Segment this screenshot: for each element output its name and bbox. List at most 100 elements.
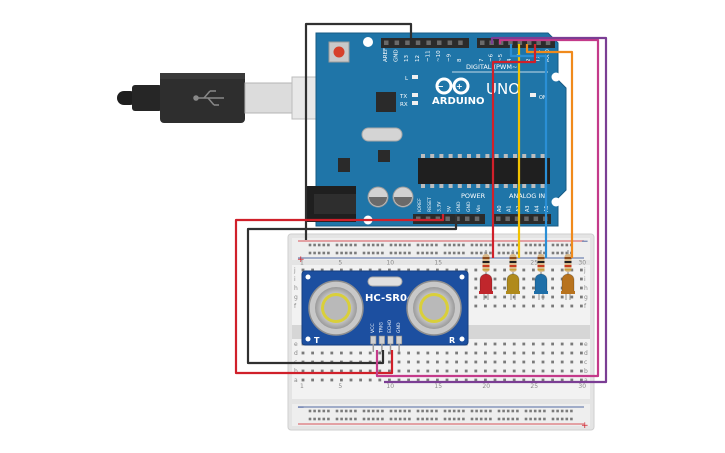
rail-hole[interactable] [565,409,569,413]
header-pin[interactable] [505,216,510,222]
rail-hole[interactable] [560,417,564,421]
header-pin[interactable] [415,40,421,46]
breadboard-hole[interactable] [484,295,487,299]
breadboard-hole[interactable] [580,360,583,364]
wire-red-5v[interactable] [234,214,445,375]
breadboard-hole[interactable] [541,369,545,373]
rail-hole[interactable] [340,409,343,413]
breadboard-hole[interactable] [532,277,535,281]
rail-hole[interactable] [470,417,474,421]
breadboard-hole[interactable] [580,369,583,373]
wire-blue[interactable] [509,44,548,258]
breadboard-hole[interactable] [445,268,449,272]
rail-hole[interactable] [565,243,569,247]
rail-hole[interactable] [381,243,384,247]
breadboard-hole[interactable] [512,304,516,308]
rail-hole[interactable] [435,417,438,421]
rail-hole[interactable] [354,251,357,255]
breadboard-hole[interactable] [407,378,410,382]
breadboard-hole[interactable] [397,369,401,373]
breadboard-hole[interactable] [570,351,574,355]
rail-hole[interactable] [344,251,348,255]
breadboard-hole[interactable] [551,304,554,308]
rail-hole[interactable] [398,409,402,413]
rail-hole[interactable] [506,417,510,421]
rail-hole[interactable] [529,243,532,247]
breadboard-hole[interactable] [484,342,487,346]
rail-hole[interactable] [327,409,330,413]
breadboard-hole[interactable] [503,369,506,373]
breadboard-hole[interactable] [349,378,353,382]
wire-black-gnd[interactable] [304,22,413,240]
rail-hole[interactable] [497,243,501,247]
breadboard-hole[interactable] [311,268,314,272]
breadboard-hole[interactable] [330,378,334,382]
breadboard-hole[interactable] [580,342,583,346]
breadboard-hole[interactable] [522,351,526,355]
breadboard-hole[interactable] [522,304,526,308]
rail-hole[interactable] [394,409,397,413]
header-pin[interactable] [536,40,541,46]
breadboard-hole[interactable] [560,295,564,299]
rail-hole[interactable] [560,251,564,255]
breadboard-hole[interactable] [541,342,545,346]
breadboard-hole[interactable] [570,342,574,346]
rail-hole[interactable] [403,409,407,413]
rail-hole[interactable] [524,251,528,255]
breadboard-hole[interactable] [532,378,535,382]
rail-hole[interactable] [322,417,326,421]
breadboard-hole[interactable] [560,378,564,382]
rail-hole[interactable] [462,409,465,413]
breadboard-hole[interactable] [320,268,324,272]
breadboard-hole[interactable] [378,268,382,272]
wire-black-gnd[interactable] [246,214,458,365]
rail-hole[interactable] [367,243,370,247]
breadboard-hole[interactable] [580,378,583,382]
breadboard-hole[interactable] [416,360,420,364]
breadboard-hole[interactable] [560,268,564,272]
breadboard-hole[interactable] [484,360,487,364]
rail-hole[interactable] [443,409,447,413]
rail-hole[interactable] [354,243,357,247]
breadboard-hole[interactable] [551,369,554,373]
breadboard-hole[interactable] [397,378,401,382]
breadboard-hole[interactable] [532,304,535,308]
breadboard-hole[interactable] [416,268,420,272]
rail-hole[interactable] [511,243,515,247]
breadboard-hole[interactable] [445,378,449,382]
rail-hole[interactable] [327,251,330,255]
rail-hole[interactable] [430,417,434,421]
rail-hole[interactable] [416,243,420,247]
breadboard-hole[interactable] [580,268,583,272]
breadboard-hole[interactable] [551,277,554,281]
rail-hole[interactable] [457,409,461,413]
rail-hole[interactable] [516,409,519,413]
breadboard-hole[interactable] [532,351,535,355]
rail-hole[interactable] [349,409,353,413]
rail-hole[interactable] [497,251,501,255]
breadboard-hole[interactable] [455,378,458,382]
rail-hole[interactable] [335,409,339,413]
rail-hole[interactable] [371,243,375,247]
breadboard-hole[interactable] [388,360,391,364]
breadboard-hole[interactable] [522,286,526,290]
rail-hole[interactable] [497,409,501,413]
breadboard-hole[interactable] [560,342,564,346]
breadboard-hole[interactable] [570,360,574,364]
rail-hole[interactable] [327,417,330,421]
rail-hole[interactable] [381,251,384,255]
breadboard-hole[interactable] [512,369,516,373]
rail-hole[interactable] [398,251,402,255]
led[interactable] [479,273,493,293]
breadboard-hole[interactable] [455,268,458,272]
rail-hole[interactable] [421,417,424,421]
rail-hole[interactable] [560,243,564,247]
rail-hole[interactable] [416,251,420,255]
rail-hole[interactable] [317,251,321,255]
rail-hole[interactable] [335,251,339,255]
rail-hole[interactable] [371,251,375,255]
breadboard-hole[interactable] [503,360,506,364]
breadboard-hole[interactable] [503,304,506,308]
rail-hole[interactable] [322,409,326,413]
sensor-pin[interactable] [378,335,385,345]
